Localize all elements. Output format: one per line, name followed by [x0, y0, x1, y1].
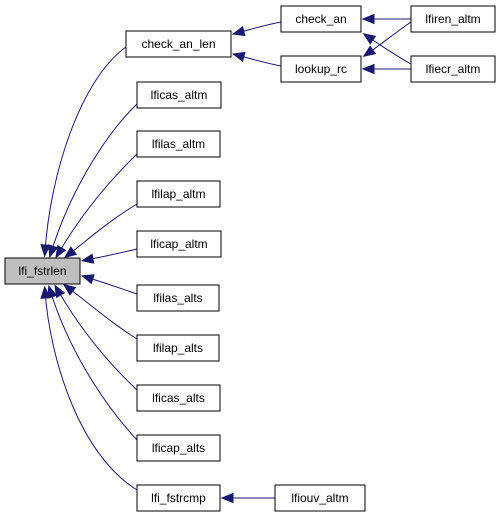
- edge-lfilap_altm-to-lfi_fstrlen: [63, 203, 138, 259]
- node-check_an_len[interactable]: check_an_len: [125, 30, 232, 58]
- edge-line: [67, 203, 138, 256]
- node-label: lfiouv_altm: [291, 491, 348, 505]
- node-box: [136, 230, 222, 258]
- edge-lfiren_altm-to-lookup_rc: [362, 21, 412, 58]
- edge-line: [66, 286, 138, 340]
- edge-line: [57, 153, 138, 255]
- node-label: lfi_fstrcmp: [151, 491, 206, 505]
- node-lfilap_alts[interactable]: lfilap_alts: [136, 334, 220, 362]
- edge-line: [366, 35, 412, 65]
- node-lfilap_altm[interactable]: lfilap_altm: [136, 180, 221, 208]
- edge-check_an-to-check_an_len: [231, 21, 282, 37]
- edge-lficap_alts-to-lfi_fstrlen: [47, 284, 138, 441]
- edge-line: [44, 46, 127, 253]
- edge-lfiecr_altm-to-lookup_rc: [361, 63, 411, 75]
- edge-line: [85, 248, 138, 261]
- node-check_an[interactable]: check_an: [280, 5, 362, 33]
- edge-lfilas_altm-to-lfi_fstrlen: [55, 153, 138, 259]
- edge-lfilap_alts-to-lfi_fstrlen: [62, 283, 138, 340]
- edge-line: [44, 290, 138, 491]
- edge-check_an_len-to-lfi_fstrlen: [40, 46, 127, 258]
- node-lfilas_alts[interactable]: lfilas_alts: [136, 284, 220, 312]
- arrowhead-icon: [231, 25, 246, 37]
- arrowhead-icon: [40, 285, 51, 299]
- node-label: lookup_rc: [295, 62, 347, 76]
- node-lookup_rc[interactable]: lookup_rc: [280, 55, 362, 83]
- node-lfiren_altm[interactable]: lfiren_altm: [410, 5, 496, 33]
- node-box: [136, 384, 221, 412]
- edge-lfiouv_altm-to-lfi_fstrcmp: [220, 492, 275, 504]
- edge-lfiren_altm-to-check_an: [361, 13, 411, 25]
- node-lficas_alts[interactable]: lficas_alts: [136, 384, 221, 412]
- node-box: [280, 55, 362, 83]
- node-box: [136, 130, 221, 158]
- edge-line: [56, 288, 138, 391]
- arrowhead-icon: [231, 51, 246, 63]
- edge-lfiecr_altm-to-check_an: [362, 32, 412, 65]
- edge-lookup_rc-to-check_an_len: [231, 51, 282, 67]
- node-lficas_altm[interactable]: lficas_altm: [136, 81, 222, 109]
- node-box: [136, 434, 221, 462]
- node-label: check_an: [295, 12, 346, 26]
- arrowhead-icon: [362, 32, 377, 45]
- node-lfilas_altm[interactable]: lfilas_altm: [136, 130, 221, 158]
- arrowhead-icon: [80, 274, 95, 285]
- node-lfiecr_altm[interactable]: lfiecr_altm: [410, 55, 496, 83]
- edge-lfilas_alts-to-lfi_fstrlen: [80, 274, 138, 295]
- arrowhead-icon: [362, 45, 377, 58]
- node-label: lfilas_altm: [152, 137, 205, 151]
- arrowhead-icon: [80, 253, 95, 264]
- node-box: [136, 180, 221, 208]
- arrowhead-icon: [47, 284, 58, 299]
- arrowhead-icon: [63, 246, 78, 259]
- arrowhead-icon: [40, 244, 51, 258]
- node-label: lfilap_altm: [151, 187, 205, 201]
- node-lfi_fstrcmp[interactable]: lfi_fstrcmp: [136, 484, 221, 512]
- arrowhead-icon: [48, 244, 59, 259]
- node-label: lfilap_alts: [153, 341, 203, 355]
- node-label: check_an_len: [141, 37, 215, 51]
- node-label: lfiren_altm: [425, 12, 480, 26]
- node-box: [136, 484, 221, 512]
- node-box: [136, 334, 220, 362]
- node-box: [274, 484, 366, 512]
- edge-line: [85, 276, 138, 295]
- edge-lfi_fstrcmp-to-lfi_fstrlen: [40, 285, 138, 491]
- arrowhead-icon: [361, 13, 375, 25]
- node-lfiouv_altm[interactable]: lfiouv_altm: [274, 484, 366, 512]
- node-label: lficap_alts: [152, 441, 205, 455]
- node-box: [4, 257, 81, 285]
- node-lficap_altm[interactable]: lficap_altm: [136, 230, 222, 258]
- arrowhead-icon: [220, 492, 234, 504]
- arrowhead-icon: [55, 244, 67, 259]
- arrowhead-icon: [62, 283, 77, 296]
- edge-lficas_altm-to-lfi_fstrlen: [48, 103, 138, 259]
- node-label: lficap_altm: [150, 237, 207, 251]
- node-label: lfiecr_altm: [426, 62, 481, 76]
- edge-line: [49, 289, 138, 441]
- node-box: [280, 5, 362, 33]
- node-box: [136, 81, 222, 109]
- node-lfi_fstrlen[interactable]: lfi_fstrlen: [4, 257, 81, 285]
- node-label: lficas_alts: [152, 391, 205, 405]
- edge-lficas_alts-to-lfi_fstrlen: [54, 284, 138, 391]
- node-label: lfi_fstrlen: [18, 264, 66, 278]
- node-label: lficas_altm: [151, 88, 208, 102]
- arrowhead-icon: [361, 63, 375, 75]
- node-box: [136, 284, 220, 312]
- arrowhead-icon: [54, 284, 66, 299]
- node-box: [410, 5, 496, 33]
- node-box: [125, 30, 232, 58]
- edge-line: [50, 103, 138, 254]
- node-box: [410, 55, 496, 83]
- edges-layer: [40, 13, 412, 504]
- nodes-layer: lfi_fstrlen check_an_len check_an lookup_rc…: [4, 5, 496, 512]
- edge-lficap_altm-to-lfi_fstrlen: [80, 248, 138, 264]
- node-label: lfilas_alts: [153, 291, 202, 305]
- node-lficap_alts[interactable]: lficap_alts: [136, 434, 221, 462]
